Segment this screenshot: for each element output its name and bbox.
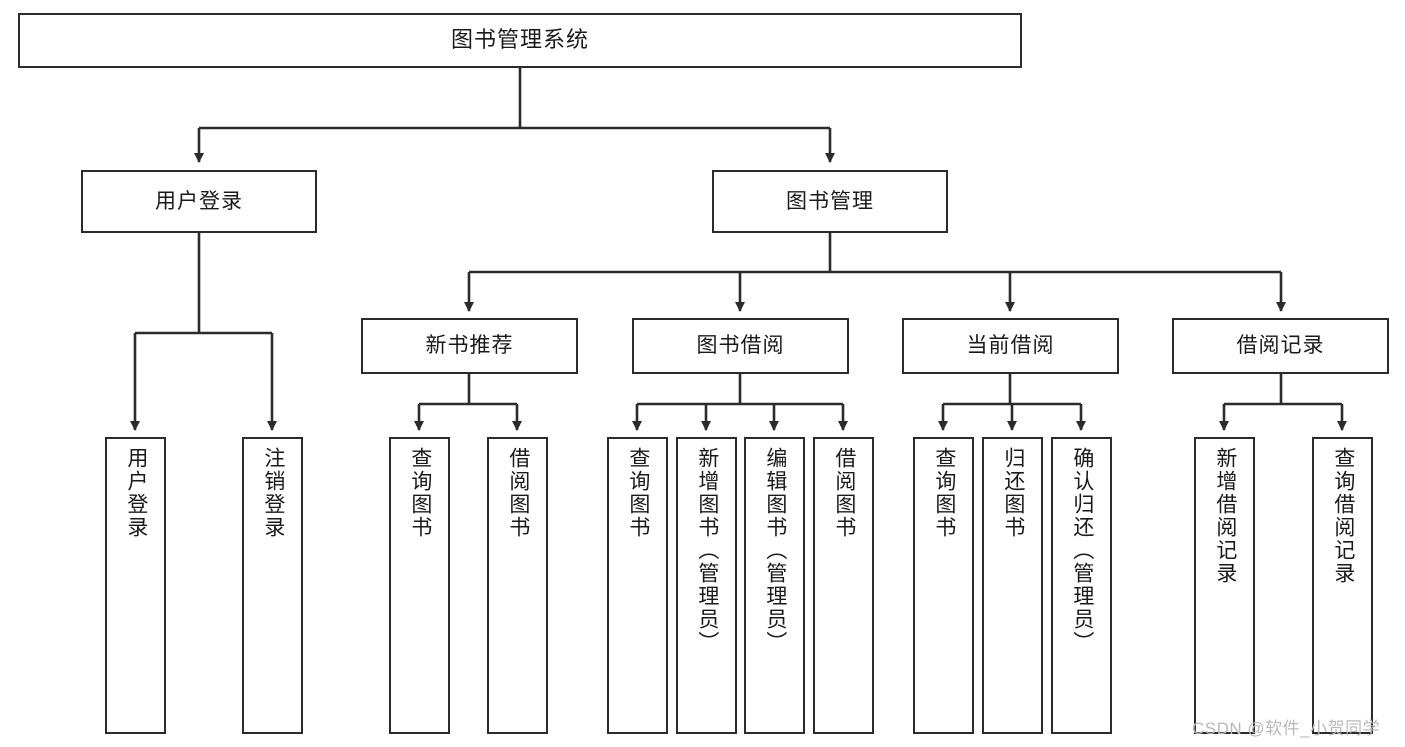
node-current-borrow[interactable]: 当前借阅 <box>902 318 1119 374</box>
leaf-current-confirm-return[interactable]: 确认归还（管理员） <box>1051 437 1112 734</box>
leaf-borrow-edit-book[interactable]: 编辑图书（管理员） <box>744 437 805 734</box>
node-borrow-record[interactable]: 借阅记录 <box>1172 318 1389 374</box>
leaf-borrow-add-book[interactable]: 新增图书（管理员） <box>676 437 737 734</box>
node-user-login-label: 用户登录 <box>155 189 243 213</box>
leaf-current-return-book[interactable]: 归还图书 <box>982 437 1043 734</box>
leaf-borrow-edit-book-label: 编辑图书（管理员） <box>763 447 787 654</box>
leaf-user-login-signout[interactable]: 注销登录 <box>242 437 303 734</box>
leaf-recommend-borrow-book[interactable]: 借阅图书 <box>487 437 548 734</box>
node-book-borrow[interactable]: 图书借阅 <box>632 318 849 374</box>
leaf-record-add-record[interactable]: 新增借阅记录 <box>1194 437 1255 734</box>
node-current-borrow-label: 当前借阅 <box>966 334 1055 358</box>
leaf-record-add-record-label: 新增借阅记录 <box>1213 447 1237 585</box>
node-user-login[interactable]: 用户登录 <box>81 170 317 233</box>
node-borrow-record-label: 借阅记录 <box>1236 334 1325 358</box>
leaf-user-login-signin[interactable]: 用户登录 <box>105 437 166 734</box>
leaf-record-query-record[interactable]: 查询借阅记录 <box>1312 437 1373 734</box>
leaf-recommend-borrow-book-label: 借阅图书 <box>506 447 530 539</box>
leaf-current-query-book[interactable]: 查询图书 <box>913 437 974 734</box>
leaf-borrow-borrow-book[interactable]: 借阅图书 <box>813 437 874 734</box>
node-book-management[interactable]: 图书管理 <box>712 170 948 233</box>
leaf-borrow-borrow-book-label: 借阅图书 <box>832 447 856 539</box>
leaf-recommend-query-book-label: 查询图书 <box>408 447 432 539</box>
node-root-label: 图书管理系统 <box>450 27 589 53</box>
node-book-management-label: 图书管理 <box>786 189 874 213</box>
node-root[interactable]: 图书管理系统 <box>18 13 1022 68</box>
leaf-borrow-query-book[interactable]: 查询图书 <box>607 437 668 734</box>
leaf-borrow-query-book-label: 查询图书 <box>626 447 650 539</box>
watermark: CSDN @软件_小贺同学 <box>1192 719 1381 738</box>
leaf-current-confirm-return-label: 确认归还（管理员） <box>1070 447 1094 654</box>
leaf-record-query-record-label: 查询借阅记录 <box>1331 447 1355 585</box>
node-new-book-recommend-label: 新书推荐 <box>425 334 514 358</box>
leaf-user-login-signout-label: 注销登录 <box>261 447 285 539</box>
leaf-current-return-book-label: 归还图书 <box>1001 447 1025 539</box>
leaf-recommend-query-book[interactable]: 查询图书 <box>389 437 450 734</box>
node-book-borrow-label: 图书借阅 <box>696 334 785 358</box>
leaf-current-query-book-label: 查询图书 <box>932 447 956 539</box>
leaf-borrow-add-book-label: 新增图书（管理员） <box>695 447 719 654</box>
leaf-user-login-signin-label: 用户登录 <box>124 447 148 539</box>
node-new-book-recommend[interactable]: 新书推荐 <box>361 318 578 374</box>
